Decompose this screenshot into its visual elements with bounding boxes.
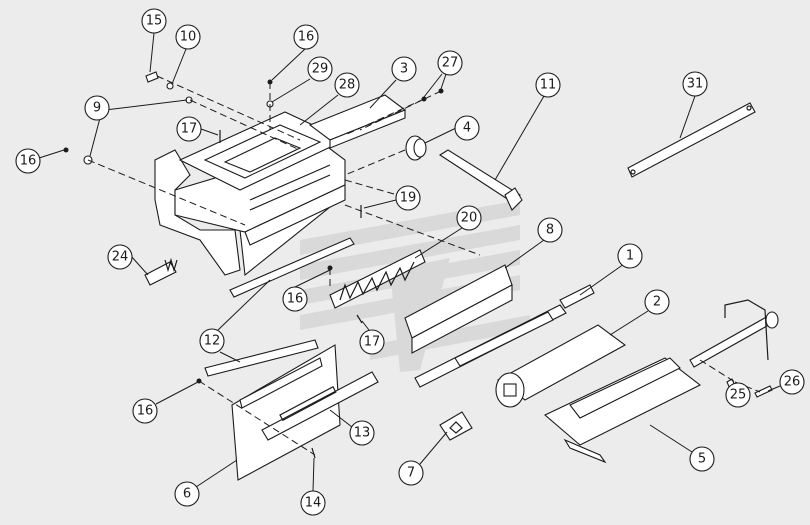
assembly-lines [87,75,761,456]
balloon-4: 4 [463,121,471,136]
balloon-10: 10 [180,30,197,45]
slotted-bar-13 [261,371,379,441]
balloon-16: 16 [20,154,37,169]
balloon-24: 24 [112,250,129,265]
tray-5 [543,357,702,464]
callouts: 15 10 16 29 28 3 27 9 11 31 17 [15,8,805,516]
guide-8 [404,264,513,354]
spring-24 [144,257,178,286]
crank-rod [689,299,779,398]
balloon-9: 9 [93,101,101,116]
balloon-19: 19 [400,191,417,206]
balloon-26: 26 [784,375,801,390]
comb-20 [329,249,426,309]
balloon-13: 13 [354,426,371,441]
balloon-14: 14 [305,496,322,511]
balloon-5: 5 [698,452,706,467]
balloon-16: 16 [287,292,304,307]
balloon-17: 17 [181,122,198,137]
balloon-2: 2 [653,295,661,310]
balloon-17: 17 [364,335,381,350]
balloon-29: 29 [312,62,329,77]
shaft-1 [414,284,595,388]
balloon-16: 16 [137,404,154,419]
balloon-3: 3 [400,62,408,77]
roller-2 [495,324,627,408]
balloon-27: 27 [442,56,459,71]
balloon-7: 7 [407,466,415,481]
balloon-8: 8 [546,223,554,238]
fasteners [63,71,444,459]
balloon-28: 28 [339,78,356,93]
balloon-25: 25 [730,388,747,403]
balloon-20: 20 [461,211,478,226]
balloon-11: 11 [540,78,557,93]
plate-6 [231,344,341,481]
shaft-11 [438,149,523,211]
strap-31 [627,102,756,178]
pulley-4 [405,135,427,161]
balloon-15: 15 [146,14,163,29]
balloon-1: 1 [626,249,634,264]
balloon-12: 12 [204,334,221,349]
balloon-31: 31 [687,77,704,92]
bracket-12 [204,237,355,377]
washer-7 [439,411,473,441]
balloon-16: 16 [298,30,315,45]
balloon-6: 6 [183,487,191,502]
